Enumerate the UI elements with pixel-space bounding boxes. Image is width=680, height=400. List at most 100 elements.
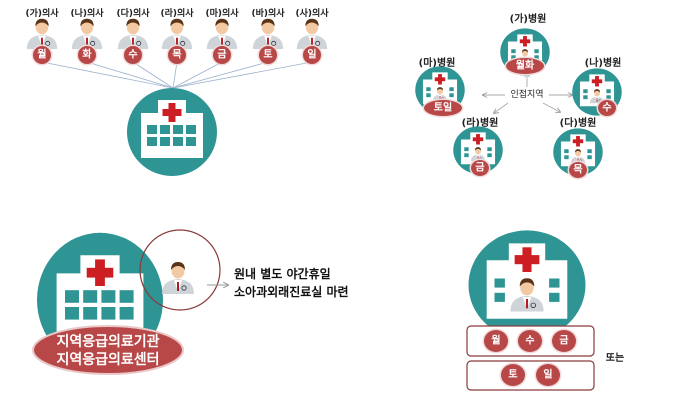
institution-line1: 지역응급의료기관 xyxy=(56,333,159,350)
window xyxy=(160,125,170,134)
hospital-icon xyxy=(453,126,503,174)
doctor-icon xyxy=(206,18,238,50)
day-label: 토 xyxy=(263,49,272,61)
doctor-item: (가)의사월 xyxy=(25,7,59,66)
arrow-icon xyxy=(542,102,560,112)
doctor-label: (가)의사 xyxy=(25,7,59,19)
hospital-item: (나)병원수 xyxy=(572,56,622,118)
window xyxy=(160,137,170,146)
doctor-label: (다)의사 xyxy=(116,7,150,19)
window xyxy=(119,290,134,303)
institution-ellipse xyxy=(32,325,184,375)
hospital-icon xyxy=(127,88,217,176)
day-label: 월 xyxy=(491,335,500,347)
day-label: 수 xyxy=(128,49,137,61)
red-cross-icon xyxy=(86,259,114,286)
red-cross-icon xyxy=(514,247,540,272)
day-badge: 월 xyxy=(31,44,53,66)
doctor-label: (마)의사 xyxy=(205,7,239,19)
day-badge: 금 xyxy=(469,158,491,178)
day-badge: 금 xyxy=(211,44,233,66)
day-badge: 수 xyxy=(122,44,144,66)
doctor-icon xyxy=(26,18,58,50)
window xyxy=(173,137,183,146)
day-badge: 목 xyxy=(166,44,188,66)
doctor-icon xyxy=(162,262,194,294)
doctor-icon xyxy=(252,18,284,50)
day-badge: 목 xyxy=(567,160,589,180)
hospital-label: (다)병원 xyxy=(560,116,597,129)
day-label: 금 xyxy=(475,162,484,174)
day-label: 금 xyxy=(217,49,226,61)
hospital-icon xyxy=(468,230,586,340)
day-badge: 월화 xyxy=(504,56,546,76)
hospital-label: (마)병원 xyxy=(419,56,456,69)
doctor-item: (바)의사토 xyxy=(251,7,285,66)
window xyxy=(83,307,98,320)
doctor-icon xyxy=(117,18,149,50)
or-label: 또는 xyxy=(606,352,624,364)
day-badge: 수 xyxy=(596,98,618,118)
day-badge: 토 xyxy=(257,44,279,66)
doctor-item: (라)의사목 xyxy=(160,7,194,66)
doctor-item: (사)의사일 xyxy=(295,7,329,66)
window xyxy=(101,307,116,320)
day-label: 수 xyxy=(525,335,534,347)
window xyxy=(186,125,196,134)
doctor-icon xyxy=(510,278,544,312)
red-cross-icon xyxy=(434,74,446,85)
day-badge: 일 xyxy=(534,362,562,388)
doctor-icon xyxy=(71,18,103,50)
hospital-label: (가)병원 xyxy=(510,12,547,25)
red-cross-icon xyxy=(519,36,531,47)
connector-lines xyxy=(41,61,313,89)
day-badge: 수 xyxy=(516,328,544,354)
red-cross-icon xyxy=(591,76,603,87)
hospital-icon xyxy=(553,128,603,176)
window xyxy=(65,307,79,320)
panel-doctors-rotation: (가)의사월 (나)의사화 (다)의사수 (라)의사목 (마)의사금 (바)의사토 (사)의… xyxy=(25,7,329,176)
institution-line2: 지역응급의료센터 xyxy=(56,351,159,368)
doctor-icon xyxy=(296,18,328,50)
doctor-item: (마)의사금 xyxy=(205,7,239,66)
day-label: 수 xyxy=(602,102,611,114)
window xyxy=(186,137,196,146)
window xyxy=(147,137,157,146)
day-badge: 월 xyxy=(482,328,510,354)
red-cross-icon xyxy=(472,134,484,145)
doctor-icon xyxy=(161,18,193,50)
window xyxy=(147,125,157,134)
schedule-box-row2 xyxy=(466,360,595,391)
doctor-item: (나)의사화 xyxy=(70,7,104,66)
window xyxy=(119,307,134,320)
doctor-label: (나)의사 xyxy=(70,7,104,19)
day-badge: 토일 xyxy=(422,98,464,118)
hospital-item: (라)병원금 xyxy=(453,116,503,178)
doctor-label: (라)의사 xyxy=(160,7,194,19)
adjacent-area-label: 인접지역 xyxy=(510,88,543,100)
hospital-label: (라)병원 xyxy=(462,116,499,129)
day-label: 목 xyxy=(573,164,582,176)
doctor-item: (다)의사수 xyxy=(116,7,150,66)
window xyxy=(83,290,98,303)
panel-hospital-schedule: 월 수 금토 일 또는 xyxy=(466,230,624,391)
window xyxy=(65,290,79,303)
red-cross-icon xyxy=(572,136,584,147)
window xyxy=(101,290,116,303)
doctor-label: (바)의사 xyxy=(251,7,285,19)
adjacent-arrows xyxy=(483,73,572,113)
day-label: 토 xyxy=(508,369,517,381)
day-label: 월화 xyxy=(516,60,535,72)
day-label: 금 xyxy=(559,335,568,347)
day-label: 화 xyxy=(82,49,92,61)
doctor-label: (사)의사 xyxy=(295,7,329,19)
window xyxy=(173,125,183,134)
zoom-circle xyxy=(139,229,221,311)
hospital-item: (다)병원목 xyxy=(553,116,603,180)
arrow-icon xyxy=(494,102,509,113)
day-badge: 금 xyxy=(550,328,578,354)
day-label: 일 xyxy=(543,368,552,381)
